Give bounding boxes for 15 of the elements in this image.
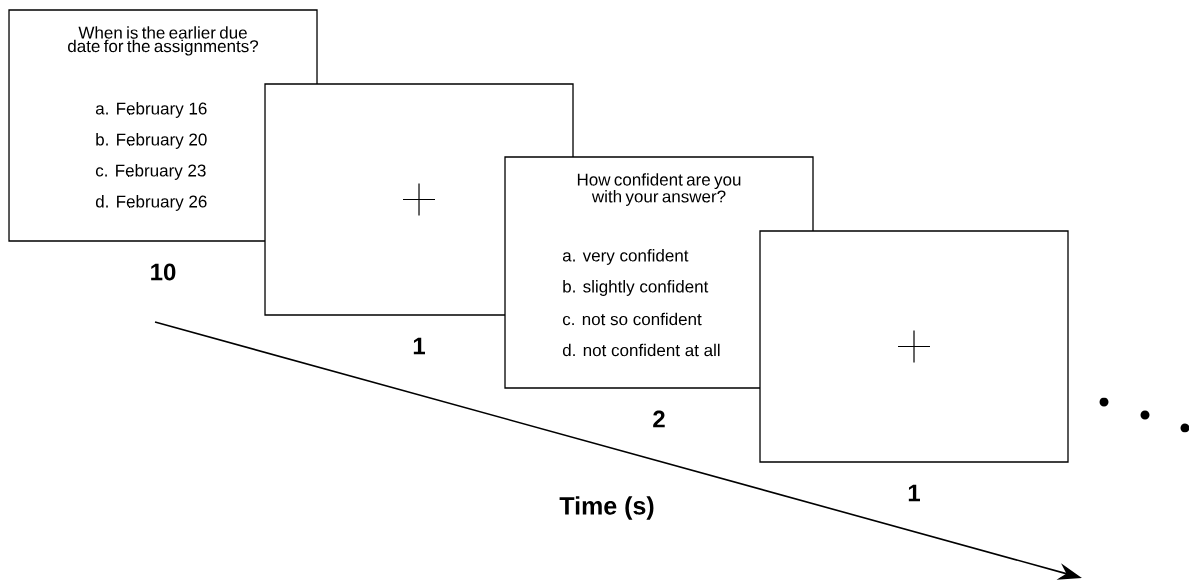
duration-label: 1 [908,484,920,502]
axis-label: Time (s) [559,496,654,520]
node-label: When is the earlier due date for the assignments? [68,26,259,56]
node-label: a. February 16 [95,102,207,118]
node-label: d. not confident at all [562,343,720,357]
node-label: How confident are you with your answer? [577,173,741,206]
node-label: d. February 26 [95,195,207,211]
node-label: a. very confident [562,249,689,265]
node-label: b. February 20 [96,133,207,149]
node-label: b. slightly confident [563,280,709,296]
duration-label: 10 [151,263,176,281]
node-label: c. not so confident [562,312,702,326]
duration-label: 2 [653,410,665,428]
node-label: c. February 23 [95,164,206,180]
duration-label: 1 [413,337,425,355]
